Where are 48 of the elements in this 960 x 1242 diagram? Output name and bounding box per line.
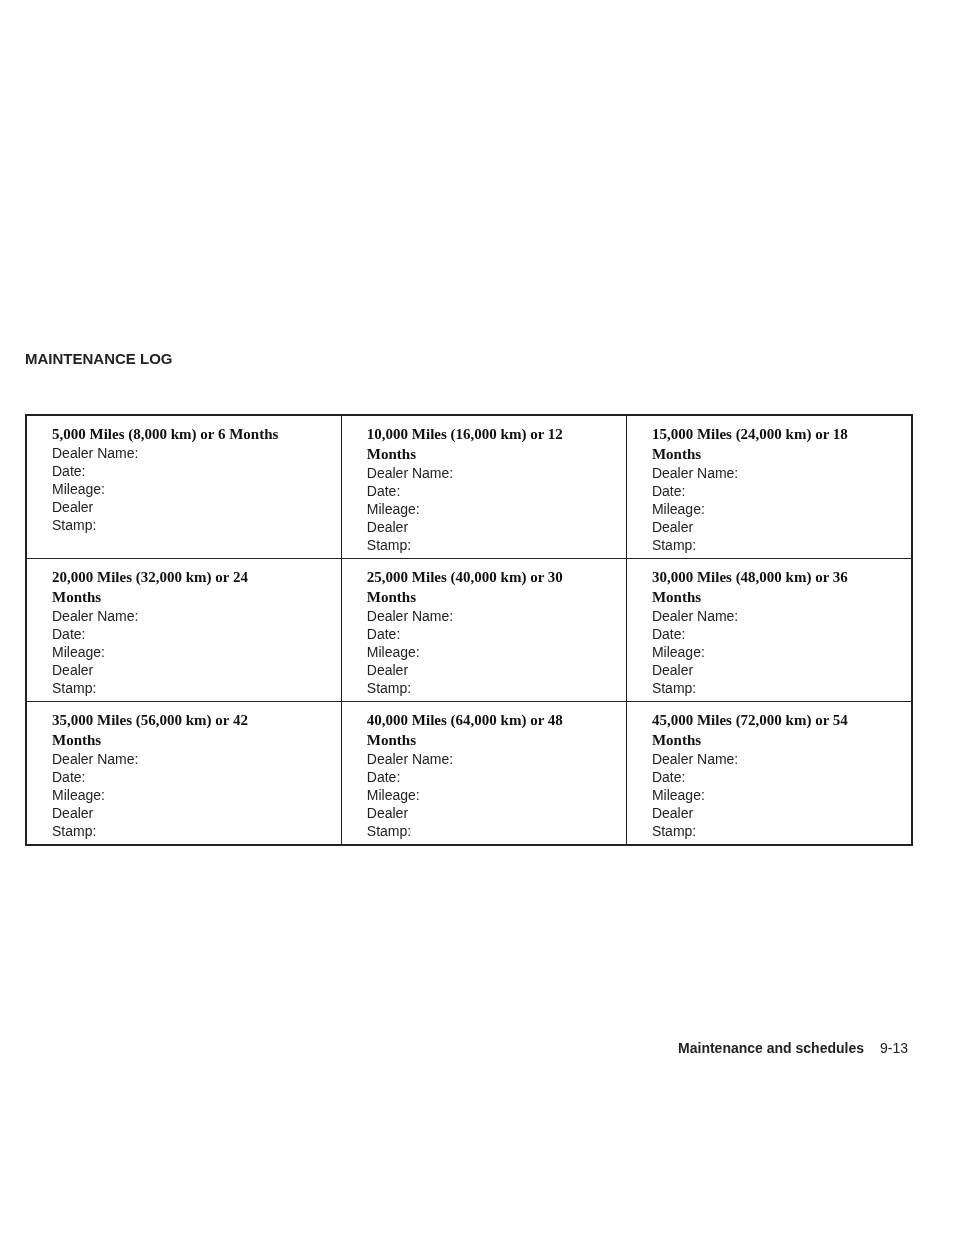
page-heading: MAINTENANCE LOG	[25, 350, 173, 367]
interval-heading: 45,000 Miles (72,000 km) or 54 Months	[651, 711, 849, 750]
form-field-label: Dealer Name:	[366, 607, 455, 625]
interval-heading: 25,000 Miles (40,000 km) or 30 Months	[366, 568, 564, 607]
section-footer: Maintenance and schedules	[678, 1040, 864, 1056]
form-field-label: Mileage:	[52, 480, 106, 498]
form-field-label: Date:	[52, 462, 87, 480]
form-field-label: Mileage:	[651, 500, 706, 518]
form-field-label: Mileage:	[366, 500, 421, 518]
page-number: 9-13	[880, 1040, 909, 1056]
form-field-label: Dealer Name:	[52, 750, 140, 768]
form-field-label: Date:	[366, 482, 402, 500]
interval-heading: 30,000 Miles (48,000 km) or 36 Months	[651, 568, 849, 607]
interval-heading: 40,000 Miles (64,000 km) or 48 Months	[366, 711, 564, 750]
form-field-label: Dealer Stamp:	[366, 518, 413, 554]
form-field-label: Date:	[651, 625, 687, 643]
form-field-label: Dealer Name:	[651, 607, 740, 625]
interval-heading: 20,000 Miles (32,000 km) or 24 Months	[52, 568, 249, 607]
form-field-label: Dealer Stamp:	[651, 518, 698, 554]
interval-heading: 5,000 Miles (8,000 km) or 6 Months	[52, 425, 280, 444]
form-field-label: Dealer Stamp:	[52, 804, 98, 840]
form-field-label: Mileage:	[366, 786, 421, 804]
form-field-label: Mileage:	[651, 786, 706, 804]
form-field-label: Dealer Name:	[52, 607, 140, 625]
form-field-label: Dealer Stamp:	[366, 661, 413, 697]
form-field-label: Dealer Name:	[366, 750, 455, 768]
form-field-label: Mileage:	[366, 643, 421, 661]
form-field-label: Dealer Stamp:	[366, 804, 413, 840]
form-field-label: Dealer Stamp:	[52, 498, 98, 534]
form-field-label: Dealer Name:	[651, 464, 740, 482]
form-field-label: Dealer Stamp:	[52, 661, 98, 697]
form-field-label: Date:	[366, 625, 402, 643]
form-field-label: Dealer Stamp:	[651, 804, 698, 840]
form-field-label: Dealer Name:	[52, 444, 140, 462]
form-field-label: Date:	[366, 768, 402, 786]
form-field-label: Date:	[651, 482, 687, 500]
form-field-label: Date:	[52, 625, 87, 643]
form-field-label: Date:	[52, 768, 87, 786]
interval-heading: 15,000 Miles (24,000 km) or 18 Months	[651, 425, 849, 464]
interval-heading: 35,000 Miles (56,000 km) or 42 Months	[52, 711, 249, 750]
form-field-label: Date:	[651, 768, 687, 786]
form-field-label: Dealer Name:	[366, 464, 455, 482]
form-field-label: Mileage:	[52, 643, 106, 661]
form-field-label: Dealer Stamp:	[651, 661, 698, 697]
form-field-label: Dealer Name:	[651, 750, 740, 768]
form-field-label: Mileage:	[651, 643, 706, 661]
form-field-label: Mileage:	[52, 786, 106, 804]
interval-heading: 10,000 Miles (16,000 km) or 12 Months	[366, 425, 564, 464]
